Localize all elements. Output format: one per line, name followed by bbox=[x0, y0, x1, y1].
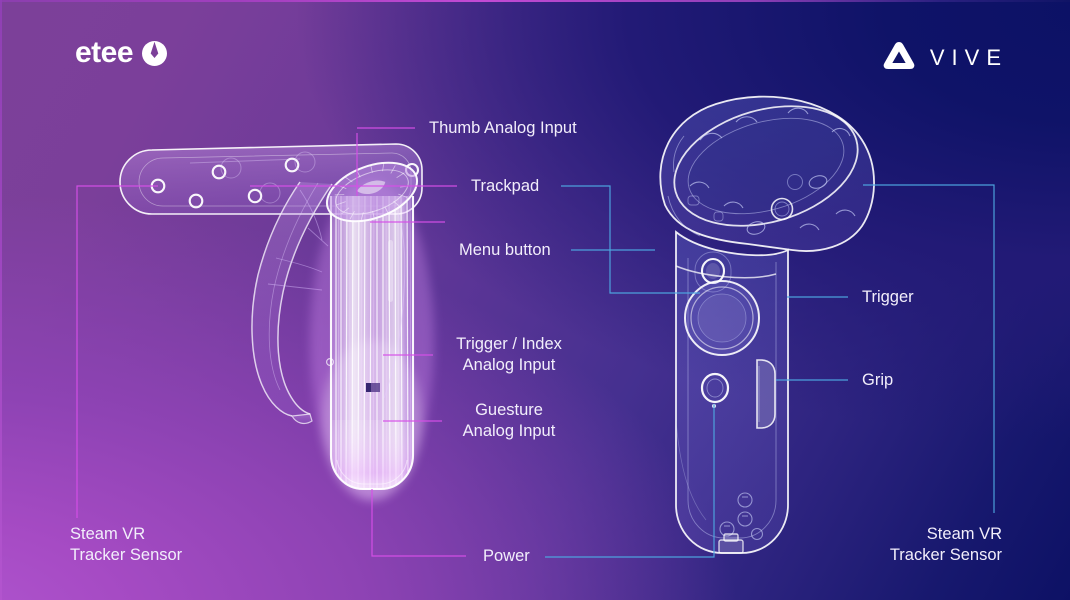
etee-droplet-icon bbox=[142, 40, 168, 66]
label-power: Power bbox=[483, 547, 530, 565]
label-trigger-index-analog-input: Trigger / Index Analog Input bbox=[456, 335, 562, 374]
leader-lines-left bbox=[76, 127, 466, 557]
leader-power-left bbox=[371, 489, 466, 557]
etee-wordmark: etee bbox=[75, 36, 134, 69]
left-accent-line bbox=[0, 0, 2, 600]
label-steam-vr-tracker-sensor-left: Steam VR Tracker Sensor bbox=[70, 525, 183, 564]
leader-power-right-stub bbox=[547, 352, 610, 557]
vive-wand-art bbox=[659, 95, 875, 554]
vive-wordmark: VIVE bbox=[929, 45, 1008, 70]
leader-lines-right bbox=[545, 184, 995, 558]
label-trackpad: Trackpad bbox=[471, 177, 540, 195]
label-menu-button: Menu button bbox=[459, 241, 551, 259]
leader-trackpad-right bbox=[561, 185, 700, 294]
leader-steam-vr-right bbox=[863, 184, 995, 513]
etee-logo: etee bbox=[75, 36, 168, 69]
top-accent-line bbox=[0, 0, 1070, 2]
label-trigger: Trigger bbox=[862, 288, 914, 306]
vive-logo: VIVE bbox=[881, 40, 1008, 76]
label-guesture-analog-input: Guesture Analog Input bbox=[462, 401, 556, 440]
leader-steam-vr-left bbox=[76, 185, 158, 518]
label-grip: Grip bbox=[862, 371, 894, 389]
label-steam-vr-tracker-sensor-right: Steam VR Tracker Sensor bbox=[889, 525, 1002, 564]
leader-power-right bbox=[545, 404, 715, 558]
vive-triangle-icon bbox=[881, 40, 917, 76]
etee-controller-art bbox=[119, 143, 434, 500]
label-thumb-analog-input: Thumb Analog Input bbox=[429, 119, 577, 137]
